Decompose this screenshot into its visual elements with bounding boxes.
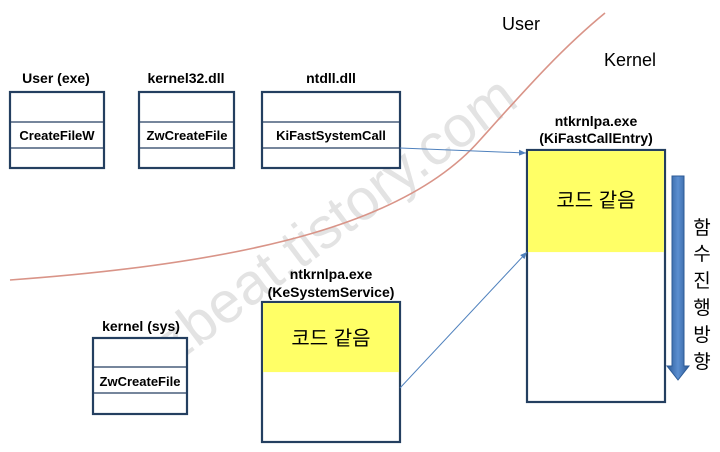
ntdll-box — [260, 90, 402, 170]
down-direction-arrow — [665, 175, 691, 381]
ntdll-title: ntdll.dll — [306, 70, 356, 86]
kernel32-box — [137, 90, 236, 170]
direction-char-5: 방 — [693, 324, 710, 346]
direction-char-4: 행 — [693, 297, 710, 319]
direction-char-1: 함 — [693, 217, 710, 239]
ntdll-function: KiFastSystemCall — [276, 128, 386, 143]
ke-system-service-code-label: 코드 같음 — [291, 327, 370, 350]
kernel32-function: ZwCreateFile — [147, 128, 228, 143]
ki-fast-call-entry-title-line1: ntkrnlpa.exe — [555, 113, 638, 129]
direction-char-6: 향 — [693, 351, 710, 373]
user-kernel-boundary — [9, 12, 606, 281]
ke-system-service-title-line1: ntkrnlpa.exe — [290, 266, 373, 282]
direction-char-3: 진 — [693, 270, 710, 292]
direction-char-2: 수 — [693, 244, 710, 265]
ke-system-service-box — [260, 300, 402, 444]
ke-system-service-title-line2: (KeSystemService) — [268, 284, 395, 300]
ntdll-to-kifastcallentry-arrow — [399, 147, 527, 156]
user-exe-title: User (exe) — [22, 70, 90, 86]
kernel-sys-title: kernel (sys) — [102, 318, 180, 334]
kernel-region-label: Kernel — [604, 50, 656, 70]
kesystemservice-to-kifastcallentry-arrow — [399, 251, 528, 389]
kernel-sys-box — [91, 336, 189, 416]
kernel32-title: kernel32.dll — [147, 70, 224, 86]
ki-fast-call-entry-title-line2: (KiFastCallEntry) — [539, 130, 653, 146]
user-region-label: User — [502, 14, 540, 34]
ki-fast-call-entry-code-label: 코드 같음 — [556, 189, 635, 212]
user-exe-function: CreateFileW — [19, 128, 95, 143]
ke-system-service-code-highlight — [263, 303, 399, 373]
kernel-sys-function: ZwCreateFile — [100, 374, 181, 389]
ki-fast-call-entry-code-highlight — [528, 151, 664, 253]
ki-fast-call-entry-box — [525, 148, 667, 404]
user-exe-box — [8, 90, 106, 170]
